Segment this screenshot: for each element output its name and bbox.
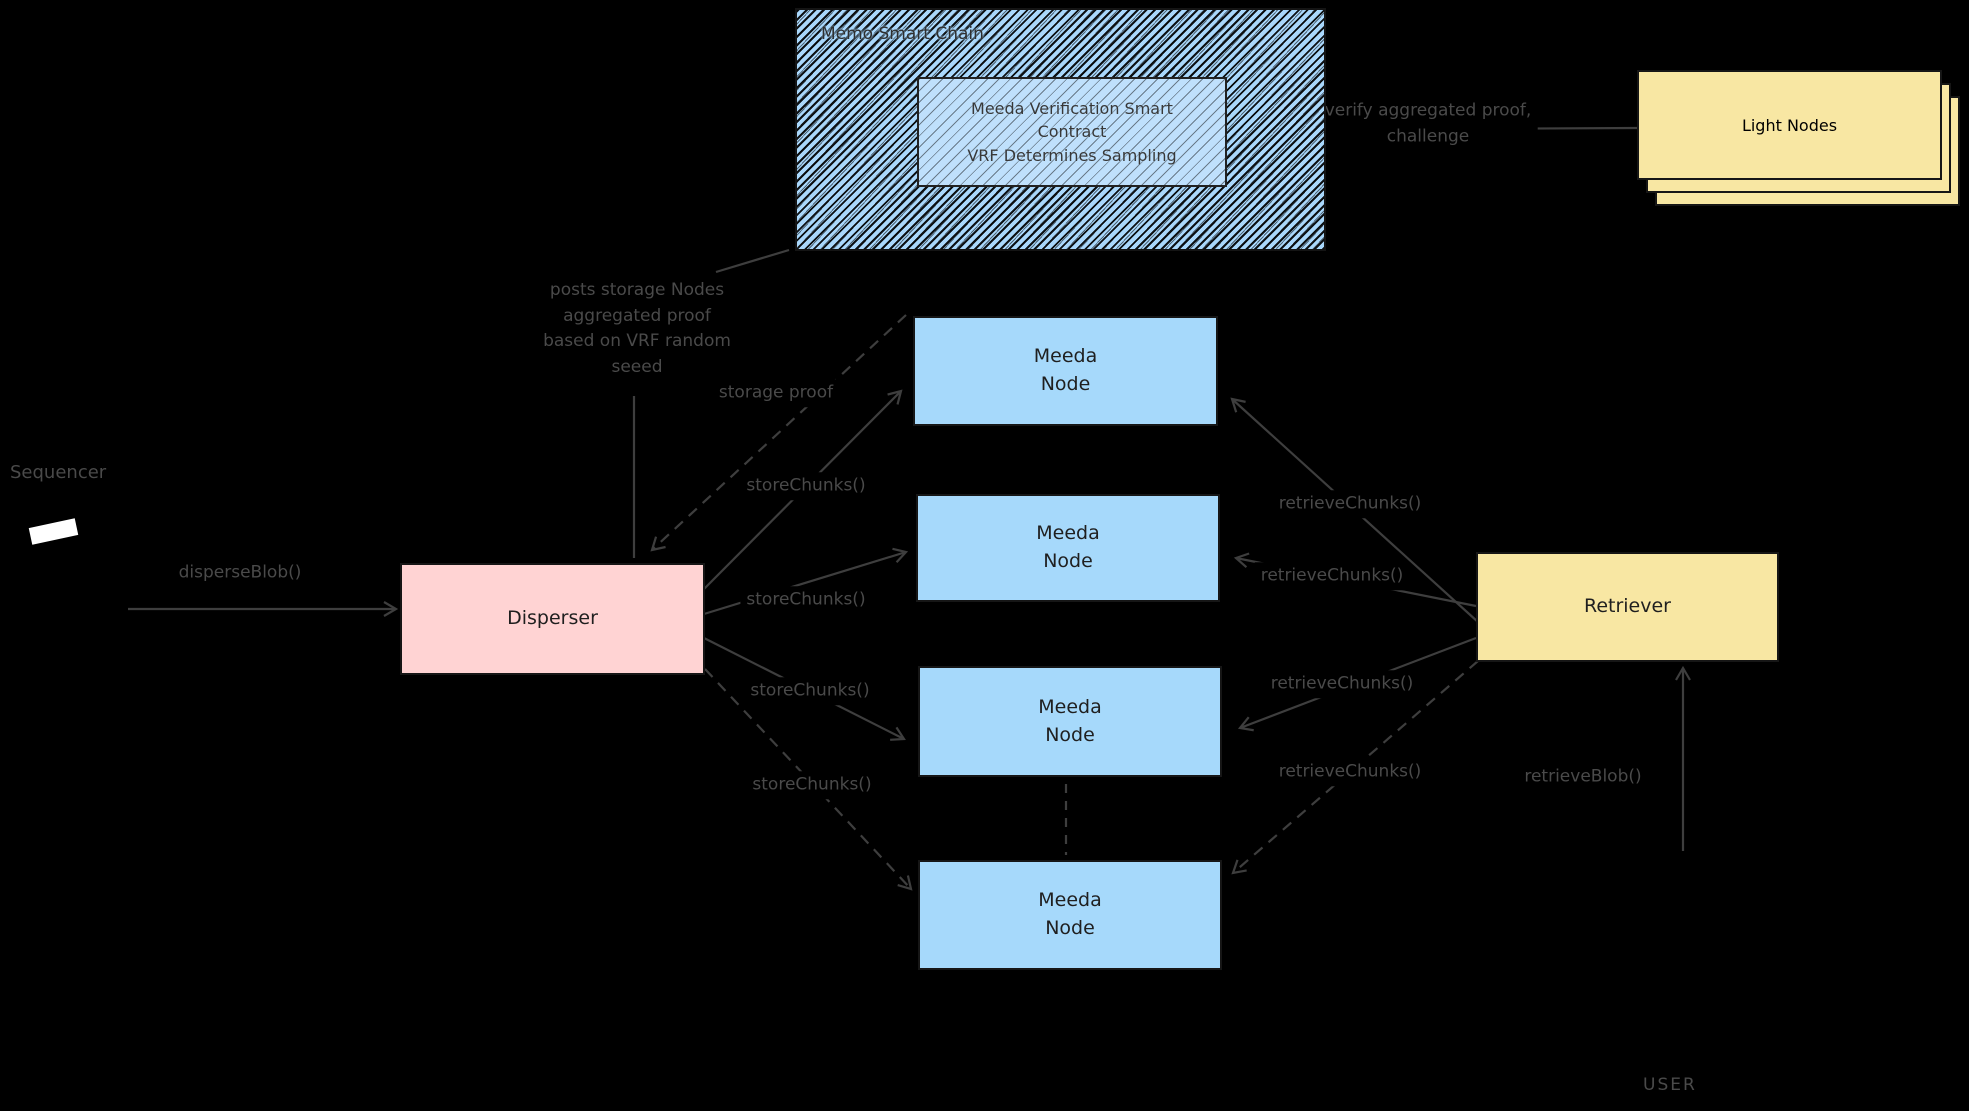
retrieve-blob-label: retrieveBlob() — [1518, 763, 1648, 791]
retrieve-chunks-label-4: retrieveChunks() — [1272, 758, 1428, 786]
posts-proof-line-diagonal — [715, 248, 790, 274]
disperser-label: Disperser — [507, 607, 598, 630]
light-nodes-label: Light Nodes — [1741, 115, 1838, 135]
verify-proof-label: verify aggregated proof, challenge — [1318, 97, 1538, 151]
store-chunks-label-3: storeChunks() — [744, 677, 876, 705]
user-label: USER — [1643, 1075, 1697, 1095]
meeda-node-label: Meeda Node — [1038, 695, 1102, 746]
store-chunks-arrow-4 — [704, 668, 913, 891]
chain-title: Memo Smart Chain — [821, 24, 984, 44]
disperse-blob-label: disperseBlob() — [172, 559, 308, 587]
store-chunks-label-4: storeChunks() — [746, 771, 878, 799]
memo-smart-chain-box: Memo Smart Chain Meeda Verification Smar… — [795, 8, 1326, 251]
meeda-node-4: Meeda Node — [918, 860, 1222, 970]
retriever-label: Retriever — [1583, 595, 1671, 618]
meeda-node-3: Meeda Node — [918, 666, 1222, 777]
meeda-node-label: Meeda Node — [1038, 889, 1102, 939]
disperser-box: Disperser — [400, 563, 705, 675]
store-chunks-label-2: storeChunks() — [740, 586, 872, 614]
store-chunks-label-1: storeChunks() — [740, 472, 872, 500]
sequencer-label: Sequencer — [10, 462, 107, 483]
retriever-box: Retriever — [1476, 552, 1779, 662]
retrieve-chunks-label-2: retrieveChunks() — [1254, 562, 1410, 590]
retrieve-chunks-label-1: retrieveChunks() — [1272, 490, 1428, 518]
storage-proof-arrow — [650, 314, 907, 552]
verification-contract-box: Meeda Verification Smart Contract VRF De… — [917, 77, 1227, 187]
meeda-node-label: Meeda Node — [1033, 345, 1098, 395]
posts-proof-label: posts storage Nodes aggregated proof bas… — [543, 280, 731, 377]
storage-proof-label: storage proof — [712, 379, 840, 407]
meeda-node-2: Meeda Node — [916, 494, 1220, 602]
verification-contract-label: Meeda Verification Smart Contract VRF De… — [967, 99, 1177, 165]
light-nodes-stack: Light Nodes — [1637, 70, 1962, 210]
meeda-node-label: Meeda Node — [1036, 522, 1100, 572]
store-chunks-arrow-2 — [703, 547, 909, 616]
meeda-node-1: Meeda Node — [913, 316, 1218, 426]
light-nodes-card-front: Light Nodes — [1637, 70, 1942, 180]
retrieve-chunks-label-3: retrieveChunks() — [1264, 670, 1420, 698]
